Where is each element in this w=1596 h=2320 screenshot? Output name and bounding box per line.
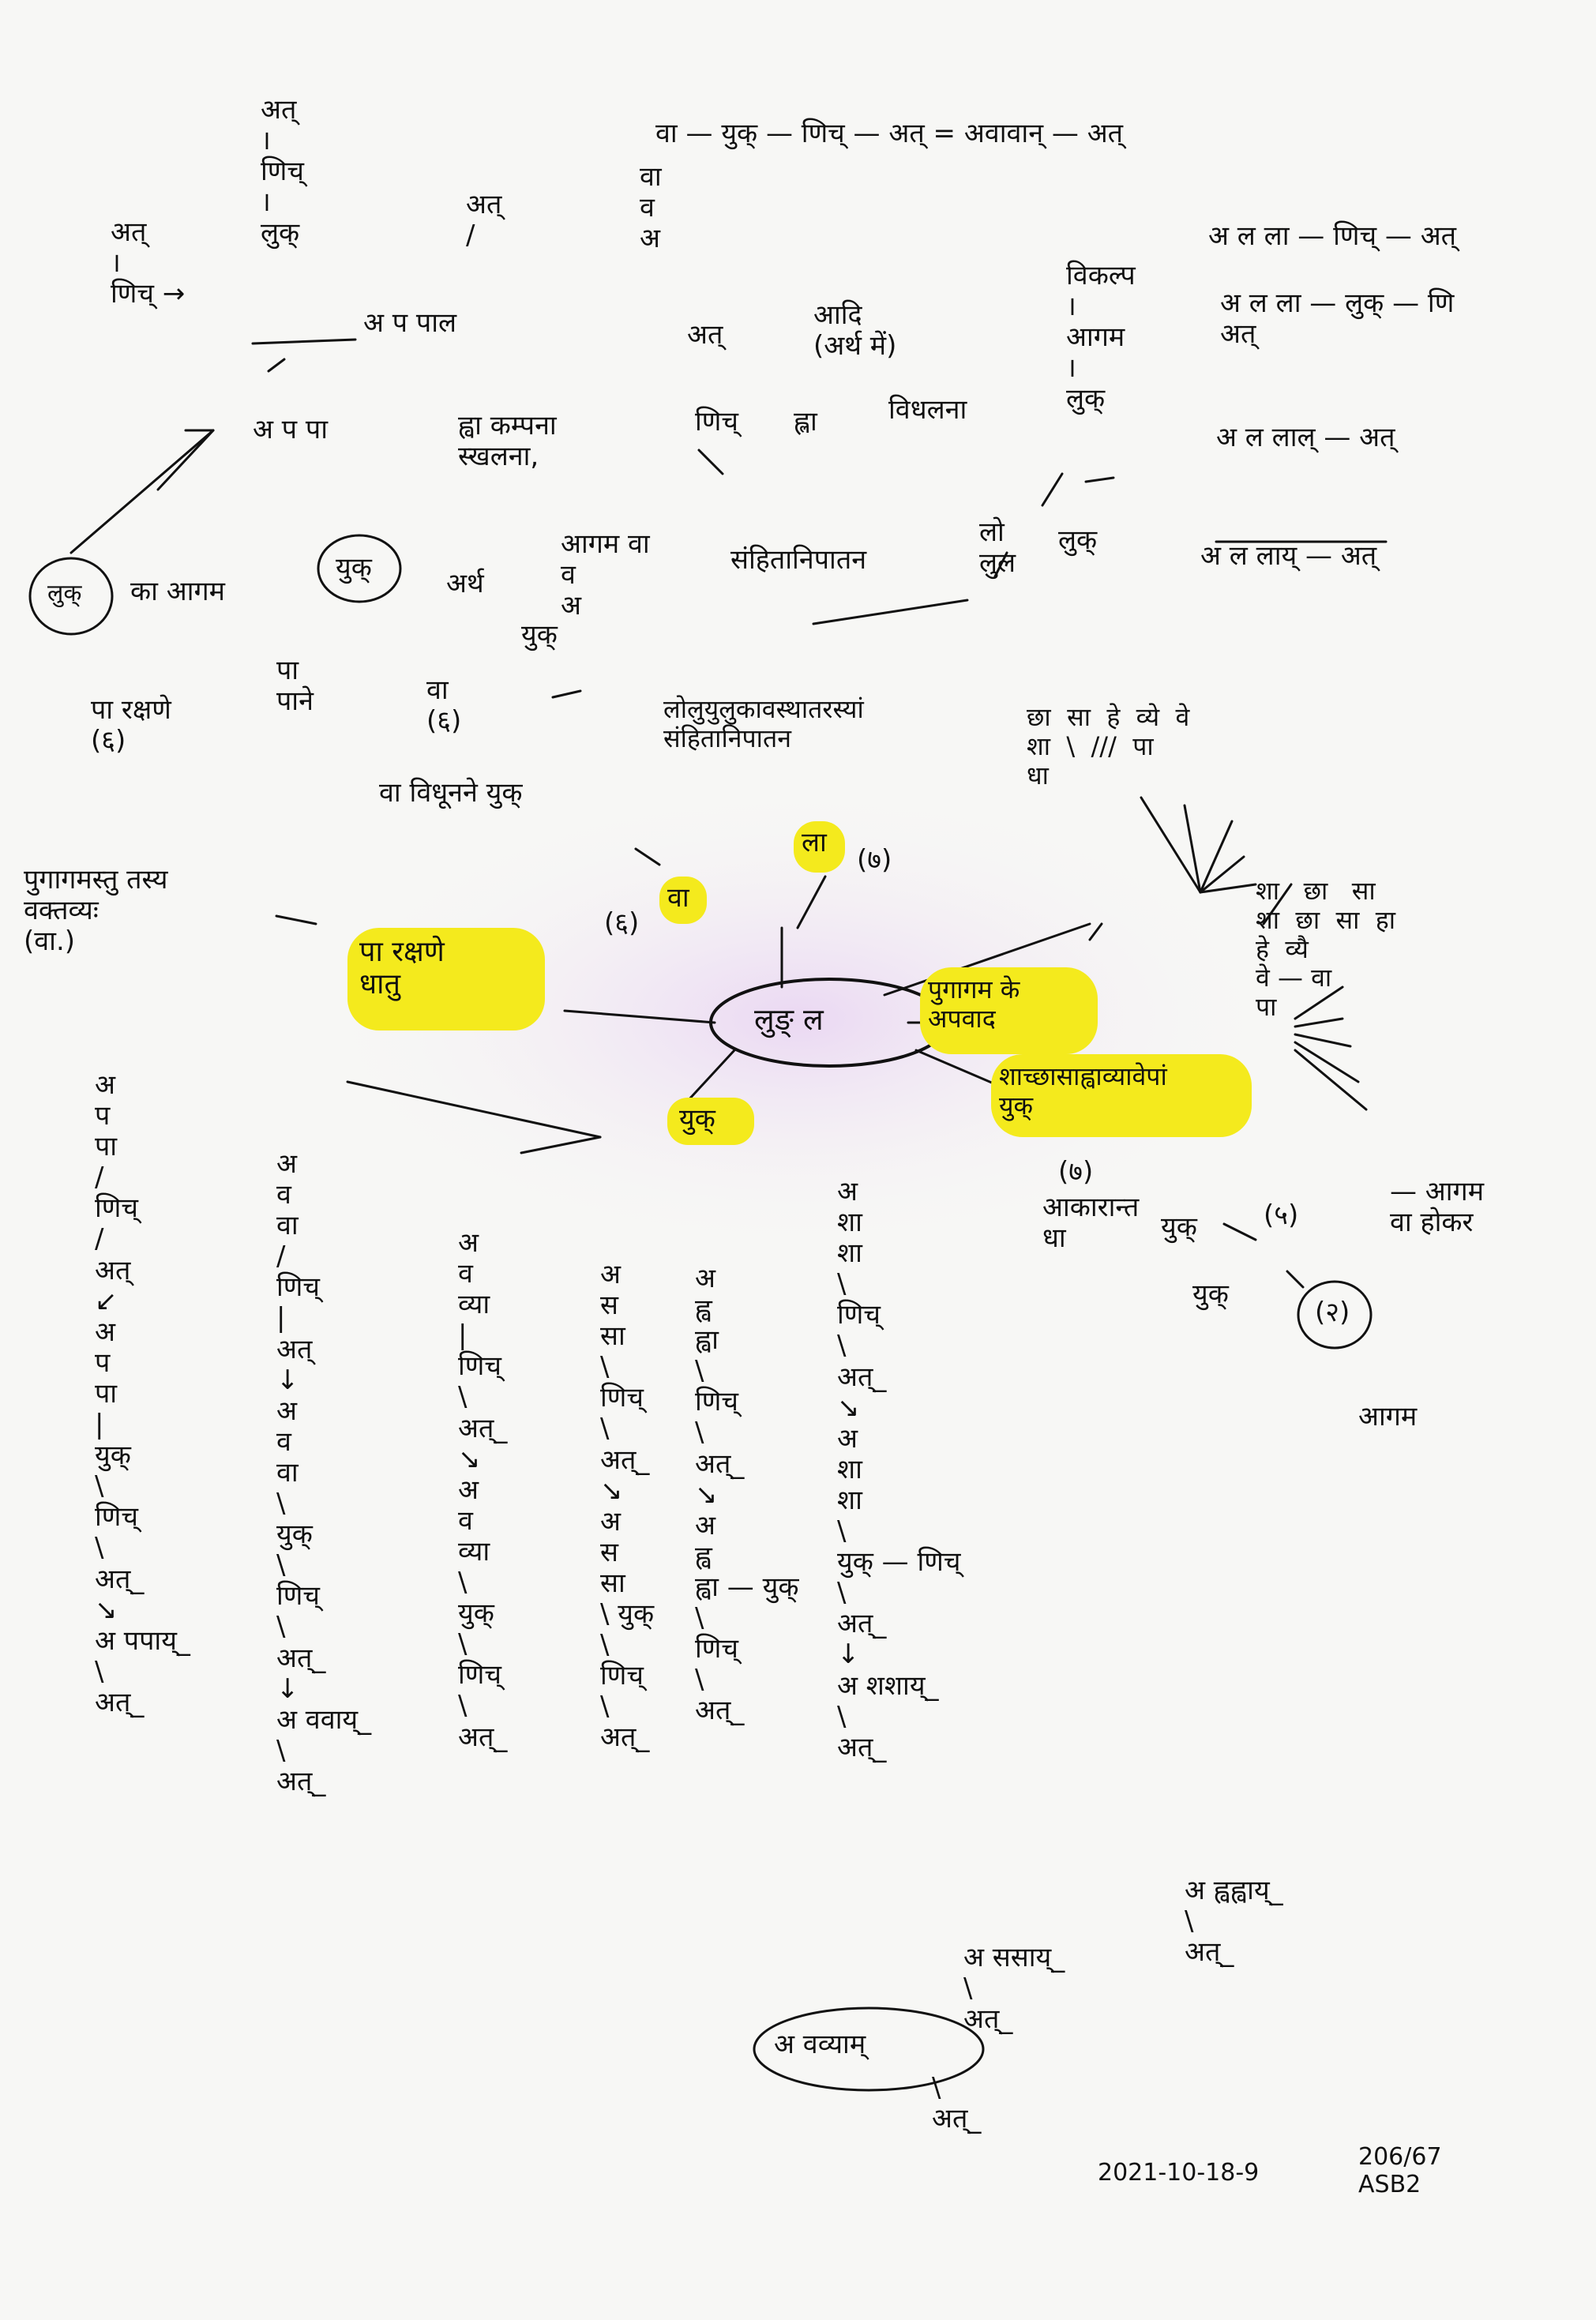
yuk-circle <box>317 534 402 603</box>
top-chain: वा — युक् — णिच् — अत् = अवावान् — अत् <box>655 118 1124 149</box>
derivation-col-5-result: अ ह्वह्वाय्_ \ अत्_ <box>1185 1875 1283 1969</box>
hl-yuk-center <box>667 1098 754 1145</box>
node-yuk-circled: युक् <box>336 552 372 584</box>
node-right-fan-top: छा सा हे व्ये वे शा \ /// पा धा <box>1027 702 1190 790</box>
final-result-tail: \ अत्_ <box>932 2072 982 2135</box>
node-shachhasa: शाच्छासाह्वाव्यावेपां युक् <box>999 1061 1167 1121</box>
node-lolupu: लोलुयुलुकावस्थातरस्यां संहितानिपातन <box>663 694 864 753</box>
node-hlaa: ह्ला <box>794 406 817 437</box>
node-a-p-paal: अ प पाल <box>363 307 457 339</box>
node-pugagama-apavada: पुगागम के अपवाद <box>928 974 1020 1034</box>
node-agama-va-hokar: — आगम वा होकर <box>1390 1176 1485 1239</box>
node-vidhalanaa: विधलना <box>888 394 967 426</box>
final-result: अ वव्याम् <box>774 2029 866 2060</box>
derivation-col-4-result: अ ससाय्_ \ अत्_ <box>963 1942 1065 2036</box>
node-ka-agama: का आगम <box>130 576 225 607</box>
node-pa-rakshane-dhatu: पा रक्षणे धातु <box>359 936 445 1001</box>
node-top-left-at-chain: अत् । णिच् । लुक् <box>261 94 304 250</box>
node-luk-circled: लुक् <box>47 580 82 607</box>
node-nic-col: णिच् <box>695 406 738 437</box>
node-vidhunane-yuk: वा विधूनने युक् <box>379 777 523 809</box>
node-alalal: अ ल लाल् — अत् <box>1216 422 1395 453</box>
node-yuk-mid: युक् <box>521 619 558 651</box>
top-va-a: वा व अ <box>640 161 662 255</box>
node-pugagamastu: पुगागमस्तु तस्य वक्तव्यः (वा.) <box>24 864 168 958</box>
node-hva-kampana: ह्वा कम्पना स्खलना, <box>458 410 557 473</box>
derivation-col-6: अ शा शा \ णिच् \ अत्_ ↘ अ शा शा \ युक् —… <box>837 1176 961 1763</box>
final-circle <box>753 2007 985 2092</box>
hl-shachha <box>991 1054 1252 1137</box>
node-vaa-six: वा (६) <box>426 674 462 738</box>
node-vaa-number: (६) <box>604 907 640 939</box>
node-left-at-chain: अत् । णिच् → <box>111 216 186 310</box>
derivation-col-2: अ व वा / णिच् | अत् ↓ अ व वा \ युक् \ णि… <box>276 1148 372 1797</box>
node-yuk-center: युक् <box>679 1103 715 1135</box>
node-alalay: अ ल लाय् — अत् <box>1200 540 1377 572</box>
node-alalaa-luk: अ ल ला — लुक् — णि अत् <box>1220 287 1455 351</box>
node-at-col: अत् <box>687 319 723 351</box>
hl-laa <box>794 821 845 873</box>
center-node: लुङ् ल <box>754 1002 824 1037</box>
node-vaa: वा <box>667 882 689 914</box>
connector-lines <box>69 338 1388 1289</box>
hl-vaa <box>659 877 707 924</box>
luk-circle <box>28 557 114 636</box>
node-vikalpa: विकल्प । आगम । लुक् <box>1066 260 1136 415</box>
node-luk-right: लुक् <box>1058 524 1098 556</box>
two-circle <box>1297 1280 1373 1350</box>
node-samhita-nipatan: संहितानिपातन <box>730 544 867 576</box>
node-seven: (७) <box>1058 1156 1094 1188</box>
node-pa-rakshane-left: पा रक्षणे (६) <box>91 694 171 757</box>
hl-puga-apavada <box>920 967 1098 1054</box>
node-laa: ला <box>802 827 827 858</box>
node-five: (५) <box>1264 1199 1299 1231</box>
node-agama-vaa: आगम वा व अ <box>561 528 650 622</box>
date-stamp: 2021-10-18-9 <box>1098 2159 1260 2187</box>
derivation-col-5: अ ह्व ह्वा \ णिच् \ अत्_ ↘ अ ह्व ह्वा — … <box>695 1263 799 1727</box>
derivation-col-3: अ व व्या | णिच् \ अत्_ ↘ अ व व्या \ युक्… <box>458 1227 508 1753</box>
reference-stamp: 206/67 ASB2 <box>1358 2143 1442 2198</box>
node-right-fan-mid: शा छा सा शा छा सा हा हे व्यै वे — वा पा <box>1256 876 1395 1023</box>
node-adi-arthe: आदि (अर्थ में) <box>813 299 897 362</box>
node-a-p-paa: अ प पा <box>253 414 329 445</box>
hl-pa-rakshane <box>347 928 545 1030</box>
node-artha: अर्थ <box>446 568 484 599</box>
node-pa-pane: पा पाने <box>276 655 314 718</box>
node-at-two: अत् / <box>466 189 502 252</box>
node-akaranta: आकारान्त धा <box>1042 1192 1140 1255</box>
node-alalaa-nic: अ ल ला — णिच् — अत् <box>1208 220 1457 252</box>
derivation-col-4: अ स सा \ णिच् \ अत्_ ↘ अ स सा \ युक् \ ण… <box>600 1259 655 1754</box>
node-lo-lula: लो लुल <box>979 516 1016 580</box>
derivation-col-1: अ प पा / णिच् / अत् ↙ अ प पा | युक् \ णि… <box>95 1069 190 1718</box>
node-laa-number: (७) <box>857 844 892 876</box>
node-two-circled: (२) <box>1315 1297 1350 1328</box>
node-yuk-two: युक् <box>1192 1278 1229 1310</box>
node-agama-end: आगम <box>1358 1401 1418 1432</box>
node-yuk-five: युक् <box>1161 1211 1197 1243</box>
